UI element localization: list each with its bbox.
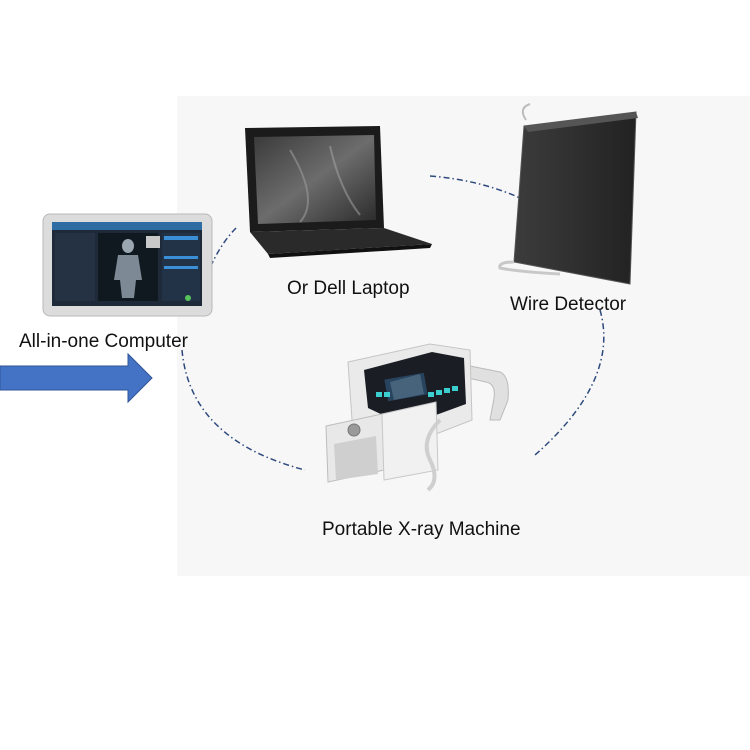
laptop-label: Or Dell Laptop: [287, 278, 410, 299]
all-in-one-computer-label: All-in-one Computer: [19, 331, 188, 352]
wire-detector-label: Wire Detector: [510, 294, 627, 315]
wire-detector-image: [498, 103, 638, 285]
laptop-image: [245, 126, 432, 258]
portable-xray-machine-image: [325, 343, 509, 492]
portable-xray-machine-label: Portable X-ray Machine: [322, 519, 521, 540]
all-in-one-computer-image: [42, 213, 213, 317]
input-arrow-icon: [0, 352, 153, 404]
